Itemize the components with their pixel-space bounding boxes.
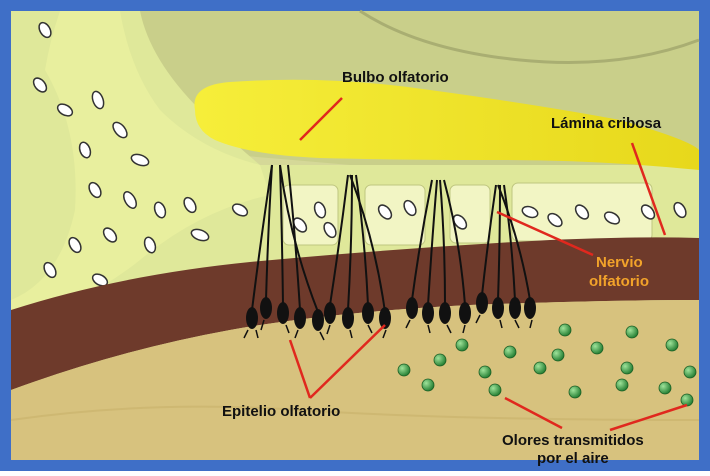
olores-label-line1: Olores transmitidos: [502, 432, 644, 449]
bone-columns: [283, 183, 652, 245]
epitelio-olfatorio-label: Epitelio olfatorio: [222, 403, 340, 420]
lamina-cribosa-label: Lámina cribosa: [551, 115, 662, 132]
nervio-label-line2: olfatorio: [589, 273, 649, 290]
nervio-label-line1: Nervio: [596, 254, 643, 271]
bulbo-olfatorio-label: Bulbo olfatorio: [342, 69, 449, 86]
olores-label-line2: por el aire: [537, 450, 609, 467]
